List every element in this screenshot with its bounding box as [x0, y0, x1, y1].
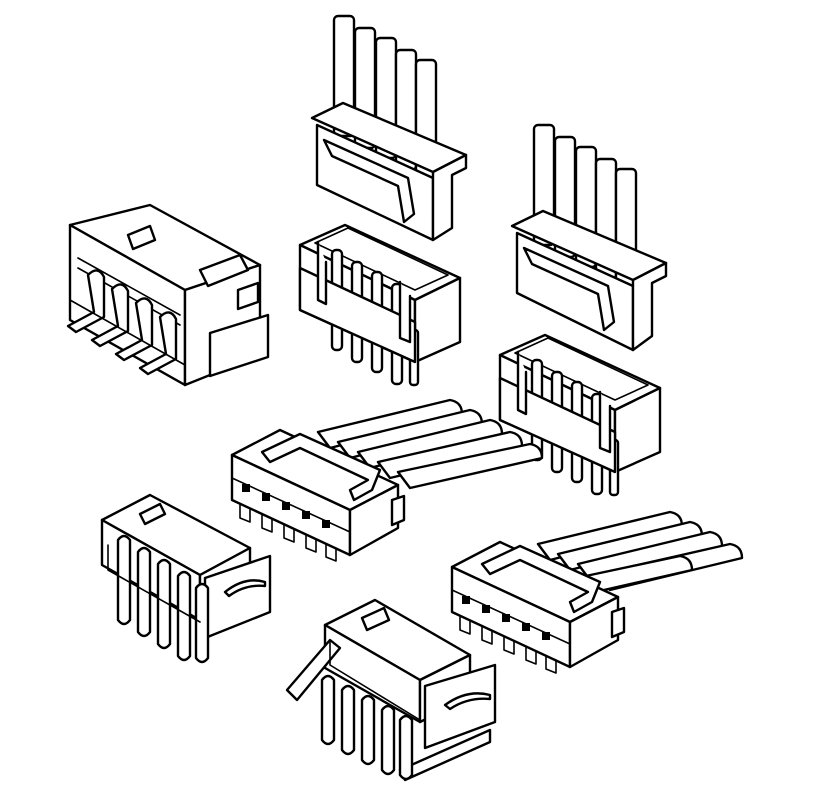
- smt-right-angle-header: [66, 203, 270, 387]
- crimp-housing-vertical-right: [510, 123, 668, 352]
- vertical-header-left: [298, 223, 462, 387]
- crimp-housing-horizontal-right: [450, 510, 744, 674]
- crimp-housing-horizontal-center: [230, 398, 544, 562]
- right-angle-header-bottom: [285, 598, 497, 782]
- right-angle-header-left: [100, 493, 272, 664]
- vertical-header-right: [498, 333, 662, 497]
- crimp-housing-vertical-left: [310, 14, 468, 242]
